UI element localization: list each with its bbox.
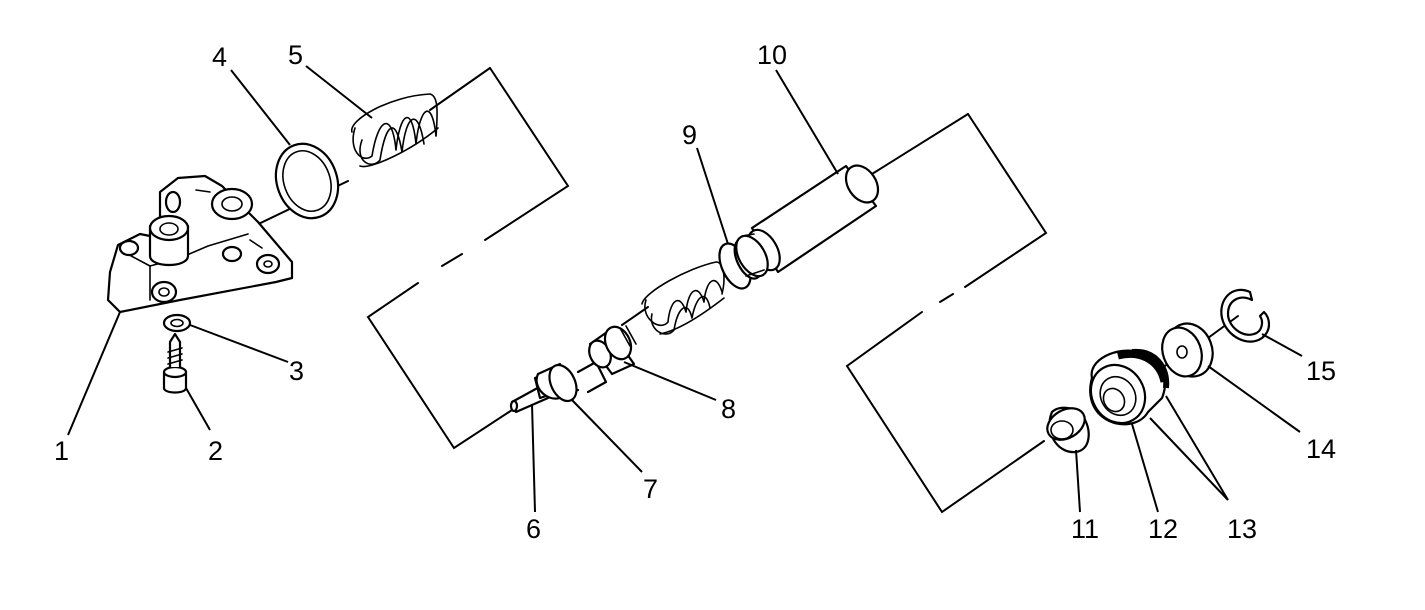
callout-9: 9	[682, 120, 697, 150]
callout-5: 5	[288, 40, 303, 70]
cup-seal	[1046, 406, 1090, 454]
snap-ring	[1220, 288, 1271, 343]
callout-11: 11	[1071, 514, 1099, 544]
washer-small	[162, 313, 192, 333]
callout-10: 10	[757, 40, 787, 70]
callout-4: 4	[212, 42, 227, 72]
master-cylinder-housing	[106, 174, 294, 314]
callout-6: 6	[526, 514, 541, 544]
callout-15: 15	[1306, 356, 1336, 386]
callout-14: 14	[1306, 434, 1336, 464]
retainer-washer	[1161, 322, 1214, 378]
callout-1: 1	[54, 436, 69, 466]
spring-large	[351, 93, 439, 168]
callout-8: 8	[721, 394, 736, 424]
callout-13: 13	[1227, 514, 1257, 544]
callout-labels: 1 2 3 4 5 6 7 8 9 10 11 12 13 14 15	[54, 40, 1336, 544]
callout-12: 12	[1148, 514, 1178, 544]
leader-lines	[67, 65, 1303, 513]
piston-spool	[588, 325, 637, 376]
callout-7: 7	[643, 474, 658, 504]
callout-3: 3	[289, 356, 304, 386]
bleeder-screw	[162, 332, 188, 394]
o-ring	[274, 142, 340, 220]
callout-2: 2	[208, 436, 223, 466]
piston-rod	[735, 164, 880, 278]
bushing-with-seals	[1089, 348, 1170, 426]
piston-seal-front	[535, 360, 608, 403]
